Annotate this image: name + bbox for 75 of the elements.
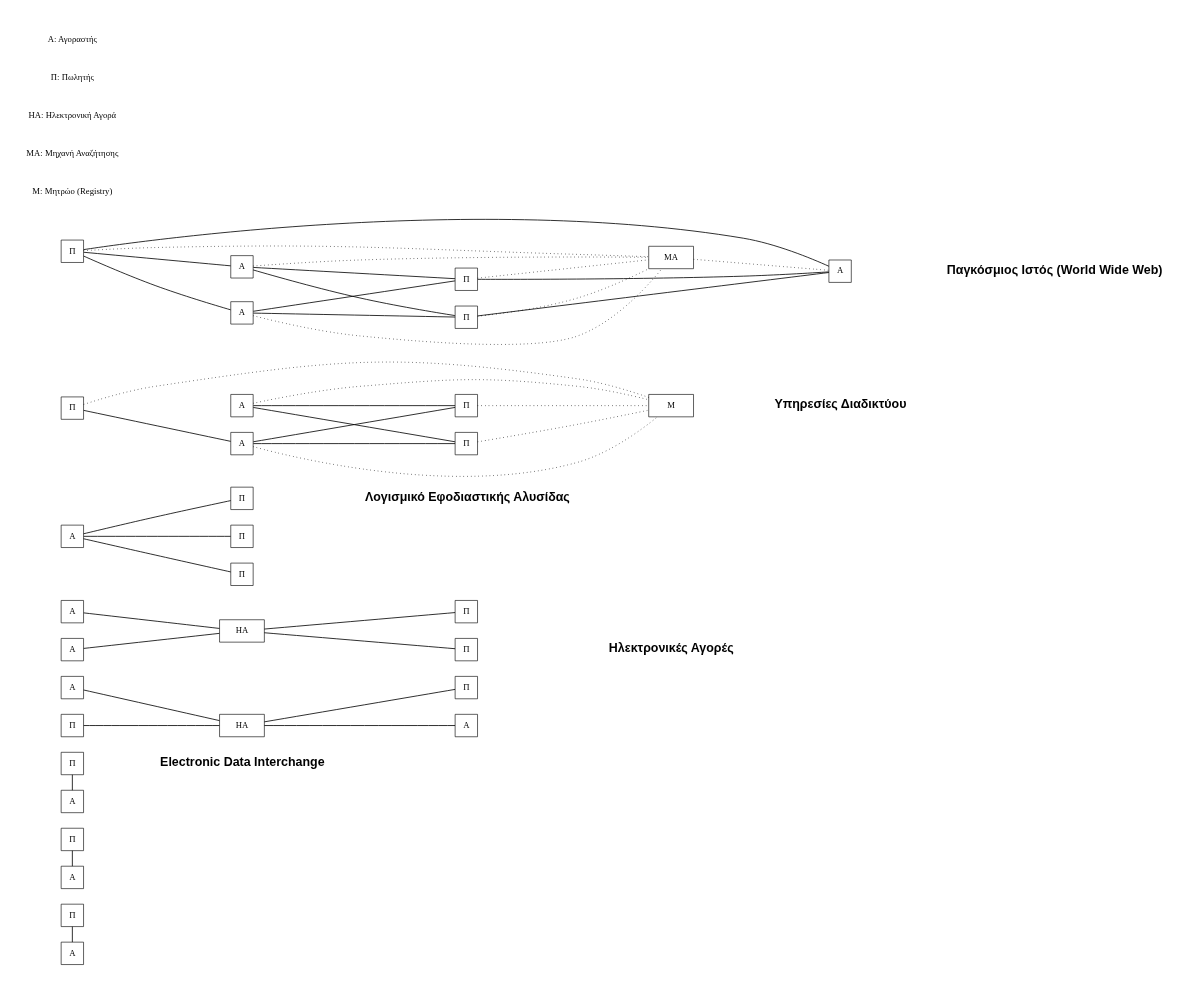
- node-box: Π: [454, 393, 478, 417]
- connector: [252, 442, 456, 444]
- node-box: Α: [230, 393, 254, 417]
- connector: [477, 270, 830, 280]
- node-box: Π: [60, 903, 84, 927]
- node-box: Α: [230, 300, 254, 324]
- connector: [477, 271, 830, 316]
- label: Ηλεκτρονικές Αγορές: [608, 640, 734, 655]
- connector: [83, 255, 232, 310]
- node-box: Α: [60, 789, 84, 813]
- node-box: Π: [60, 713, 84, 737]
- node-box: Π: [230, 486, 254, 510]
- label: Παγκόσμιος Ιστός (World Wide Web): [946, 262, 1163, 277]
- label: ΜΑ: Μηχανή Αναζήτησης: [26, 147, 119, 158]
- node-box: Π: [60, 239, 84, 263]
- node-box: Π: [230, 562, 254, 586]
- connector: [252, 267, 663, 345]
- node-box: Π: [454, 267, 478, 291]
- connector: [83, 245, 649, 257]
- node-box: ΗΑ: [219, 713, 265, 737]
- connector: [252, 378, 649, 404]
- connector: [83, 537, 232, 572]
- node-box: Π: [454, 675, 478, 699]
- connector: [83, 251, 232, 266]
- node-box: Π: [454, 431, 478, 455]
- node-box: Α: [60, 599, 84, 623]
- node-box: Α: [454, 713, 478, 737]
- node-box: ΗΑ: [219, 618, 265, 642]
- connector: [83, 535, 232, 537]
- connector: [83, 499, 232, 534]
- connector: [252, 312, 456, 317]
- connector: [477, 404, 650, 406]
- connector: [252, 404, 456, 406]
- connector: [83, 724, 220, 726]
- label: Electronic Data Interchange: [160, 754, 325, 769]
- connector: [252, 406, 456, 442]
- label: Μ: Μητρώο (Registry): [32, 185, 113, 196]
- node-box: Π: [454, 305, 478, 329]
- connector: [264, 611, 456, 629]
- node-box: Α: [60, 637, 84, 661]
- node-box: Π: [454, 599, 478, 623]
- connector: [71, 849, 73, 867]
- node-box: Μ: [648, 393, 694, 417]
- label: Υπηρεσίες Διαδικτύου: [774, 396, 907, 411]
- connector: [264, 688, 456, 722]
- connector: [83, 361, 649, 405]
- node-box: ΜΑ: [648, 245, 694, 269]
- label: Π: Πωλητής: [50, 71, 94, 82]
- connector: [83, 218, 830, 267]
- label: ΗΑ: Ηλεκτρονική Αγορά: [28, 109, 117, 120]
- connector: [83, 611, 220, 629]
- node-box: Π: [230, 524, 254, 548]
- connector: [252, 269, 456, 316]
- connector: [264, 724, 456, 726]
- node-box: Α: [230, 254, 254, 278]
- node-box: Α: [60, 675, 84, 699]
- connector: [252, 279, 456, 312]
- node-box: Π: [60, 751, 84, 775]
- label: Α: Αγοραστής: [47, 33, 98, 44]
- connector: [264, 631, 456, 649]
- node-box: Α: [828, 259, 852, 283]
- node-box: Π: [454, 637, 478, 661]
- label: Λογισμικό Εφοδιαστικής Αλυσίδας: [364, 489, 570, 504]
- node-box: Π: [60, 396, 84, 420]
- connector: [83, 409, 232, 442]
- connector: [71, 925, 73, 942]
- connector: [252, 266, 456, 279]
- node-box: Π: [60, 827, 84, 851]
- node-box: Α: [230, 431, 254, 455]
- node-box: Α: [60, 524, 84, 548]
- connector: [71, 773, 73, 791]
- connector: [83, 632, 220, 649]
- node-box: Α: [60, 941, 84, 965]
- connector: [83, 689, 220, 721]
- node-box: Α: [60, 865, 84, 889]
